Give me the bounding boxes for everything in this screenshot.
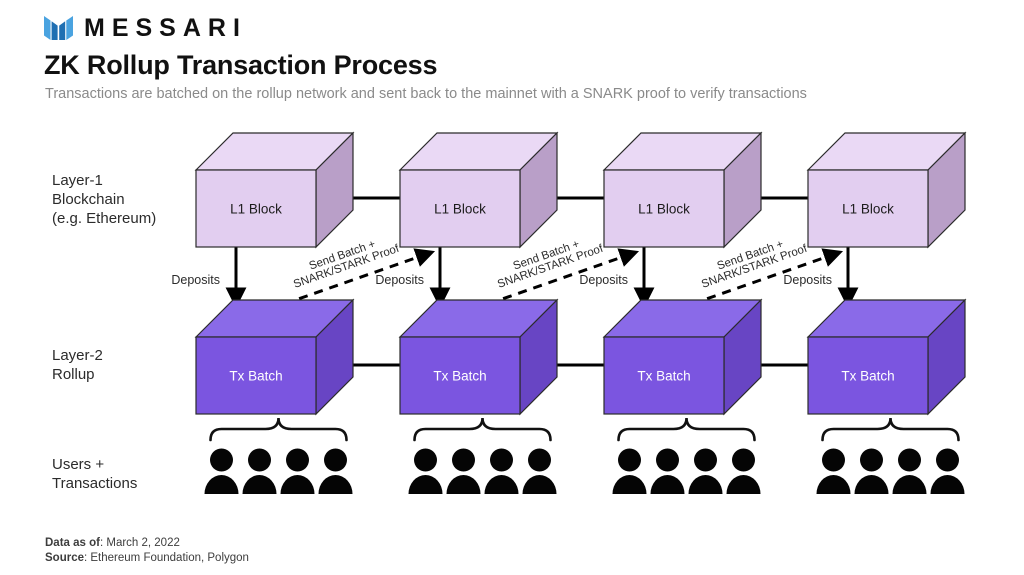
- l2-block-4-label: Tx Batch: [841, 369, 894, 384]
- l2-block-2-label: Tx Batch: [433, 369, 486, 384]
- cube-blocks: L1 Block L1 Block L1 Block L1 Block Tx Batch…: [194, 131, 967, 416]
- users-brace-4: [821, 417, 960, 442]
- person-icon-3-4: [726, 448, 761, 494]
- l1-block-2: L1 Block: [398, 131, 559, 249]
- messari-m-logo-icon: [44, 16, 73, 40]
- layer2-label-line1: Layer-2: [52, 347, 103, 364]
- l2-block-3-label: Tx Batch: [637, 369, 690, 384]
- l1-block-2-label: L1 Block: [434, 202, 486, 217]
- layer1-label-line2: Blockchain: [52, 191, 125, 208]
- person-icon-1-3: [280, 448, 315, 494]
- data-as-of-line: Data as of: March 2, 2022: [45, 537, 180, 549]
- person-icon-3-3: [688, 448, 723, 494]
- person-icon-4-1: [816, 448, 851, 494]
- data-as-of-label: Data as of: [45, 537, 100, 549]
- page-subtitle: Transactions are batched on the rollup n…: [45, 86, 807, 102]
- l2-block-4: Tx Batch: [806, 298, 967, 416]
- person-icon-4-3: [892, 448, 927, 494]
- proof-arrow-2: [487, 248, 640, 306]
- deposit-label-3: Deposits: [579, 273, 628, 287]
- page-title: ZK Rollup Transaction Process: [44, 50, 438, 80]
- proof-arrow-1: [283, 248, 436, 306]
- footer-notes: Data as of: March 2, 2022 Source: Ethere…: [45, 536, 249, 566]
- user-groups: [204, 417, 965, 494]
- data-as-of-value: March 2, 2022: [106, 537, 180, 549]
- users-label-line2: Transactions: [52, 475, 138, 492]
- source-line: Source: Ethereum Foundation, Polygon: [45, 552, 249, 564]
- users-brace-2: [413, 417, 552, 442]
- deposit-label-2: Deposits: [375, 273, 424, 287]
- l2-block-1: Tx Batch: [194, 298, 355, 416]
- l1-block-1: L1 Block: [194, 131, 355, 249]
- source-label: Source: [45, 552, 84, 564]
- users-brace-1: [209, 417, 348, 442]
- l2-block-1-label: Tx Batch: [229, 369, 282, 384]
- l1-block-4: L1 Block: [806, 131, 967, 249]
- person-icon-3-2: [650, 448, 685, 494]
- person-icon-2-1: [408, 448, 443, 494]
- messari-logo: MESSARI: [44, 14, 247, 42]
- person-icon-3-1: [612, 448, 647, 494]
- person-icon-1-1: [204, 448, 239, 494]
- person-icon-1-2: [242, 448, 277, 494]
- deposit-label-1: Deposits: [171, 273, 220, 287]
- layer2-row-label: Layer-2 Rollup: [52, 346, 103, 384]
- l2-block-2: Tx Batch: [398, 298, 559, 416]
- l1-block-3: L1 Block: [602, 131, 763, 249]
- layer1-row-label: Layer-1 Blockchain (e.g. Ethereum): [52, 171, 156, 228]
- users-brace-3: [617, 417, 756, 442]
- l1-block-3-label: L1 Block: [638, 202, 690, 217]
- connector-lines: [225, 196, 859, 367]
- proof-arrow-3: [691, 248, 844, 306]
- l1-block-1-label: L1 Block: [230, 202, 282, 217]
- person-icon-1-4: [318, 448, 353, 494]
- person-icon-2-4: [522, 448, 557, 494]
- users-row-label: Users + Transactions: [52, 455, 137, 493]
- brand-name: MESSARI: [84, 14, 247, 42]
- layer1-label-line3: (e.g. Ethereum): [52, 210, 157, 227]
- users-label-line1: Users +: [52, 456, 105, 473]
- l1-block-4-label: L1 Block: [842, 202, 894, 217]
- layer1-label-line1: Layer-1: [52, 172, 103, 189]
- person-icon-2-3: [484, 448, 519, 494]
- layer2-label-line2: Rollup: [52, 366, 95, 383]
- person-icon-2-2: [446, 448, 481, 494]
- person-icon-4-2: [854, 448, 889, 494]
- l2-block-3: Tx Batch: [602, 298, 763, 416]
- person-icon-4-4: [930, 448, 965, 494]
- source-value: Ethereum Foundation, Polygon: [90, 552, 249, 564]
- deposit-label-4: Deposits: [783, 273, 832, 287]
